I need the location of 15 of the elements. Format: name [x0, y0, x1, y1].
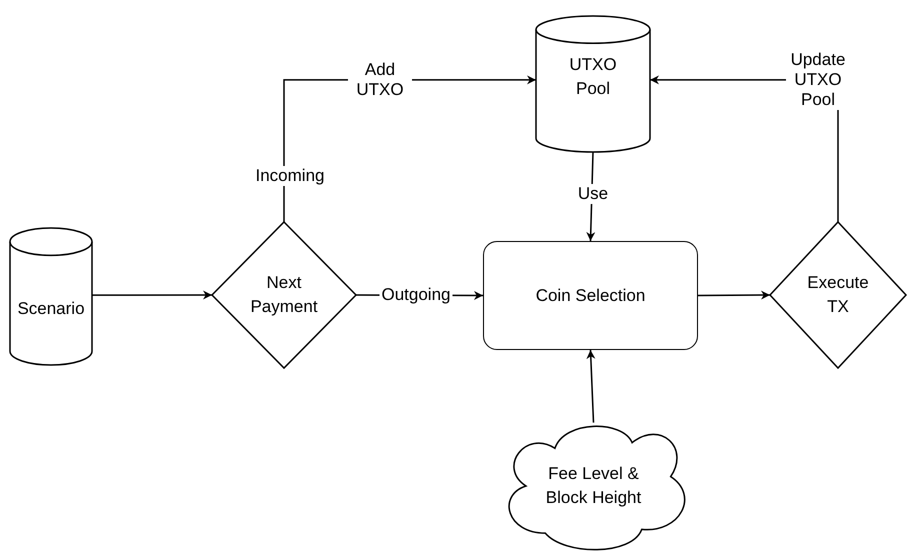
edge-label: Outgoing — [380, 285, 452, 305]
decision-diamond — [770, 222, 906, 368]
arrow — [698, 290, 770, 300]
process-box — [483, 241, 698, 350]
node-label: Coin Selection — [536, 284, 646, 306]
node-label: UTXO Pool — [568, 54, 618, 100]
node-label: Fee Level & Block Height — [544, 463, 642, 509]
node-label: Execute TX — [806, 272, 870, 318]
database-cylinder — [10, 228, 92, 365]
decision-diamond — [212, 222, 356, 368]
database-cylinder — [536, 16, 650, 152]
node-label: Next Payment — [249, 272, 319, 318]
node-label: Scenario — [17, 298, 85, 320]
arrow — [586, 350, 596, 423]
arrow — [92, 290, 212, 300]
